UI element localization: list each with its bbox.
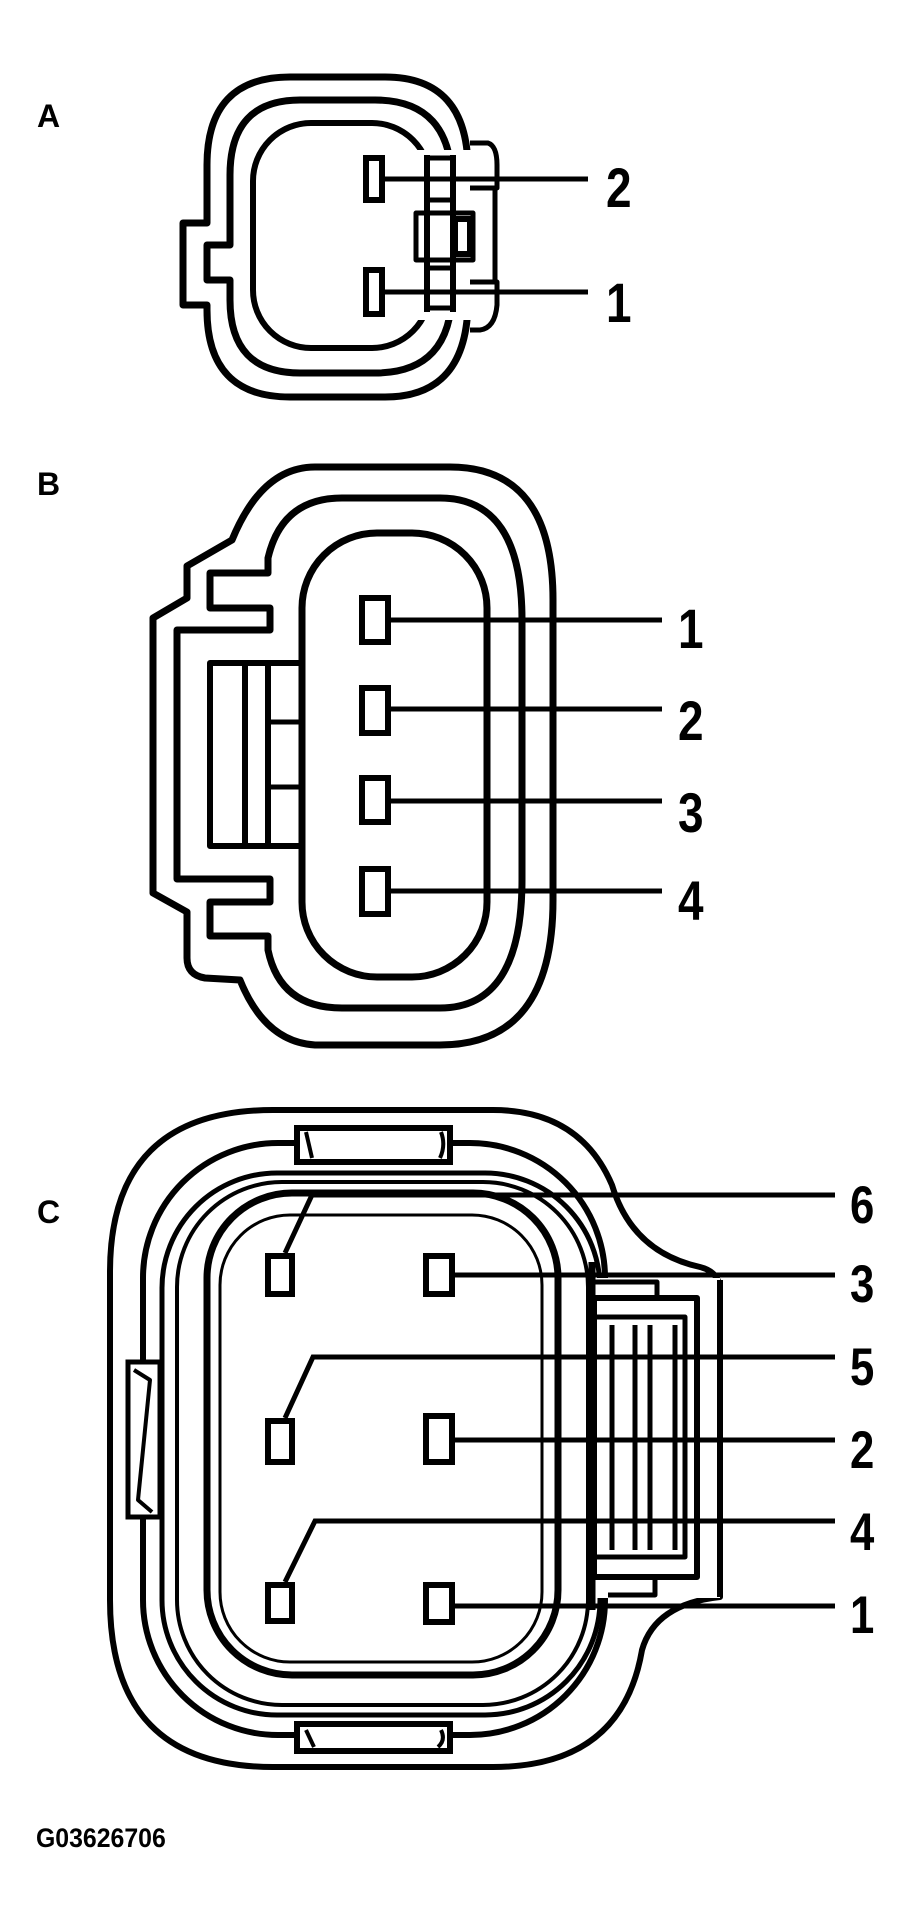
connector-b-label: B xyxy=(37,466,60,502)
pin-cavity xyxy=(359,866,391,917)
pin-cavity xyxy=(423,1582,455,1625)
connector-c: C xyxy=(37,1107,874,1770)
pin-number-label: 3 xyxy=(678,782,704,844)
connector-b-latch xyxy=(207,660,305,849)
pin-cavity xyxy=(359,775,391,825)
connector-c-pins xyxy=(265,1253,455,1625)
connector-a-leaders xyxy=(385,176,588,295)
pin-number-label: 4 xyxy=(678,870,704,932)
pin-number-label: 1 xyxy=(850,1586,874,1645)
connector-a-latch xyxy=(413,140,500,333)
pin-cavity xyxy=(359,595,391,645)
pin-cavity xyxy=(265,1253,295,1297)
connector-b-pins xyxy=(359,595,391,917)
connector-b: B 1 2 3 xyxy=(37,463,704,1049)
pin-cavity xyxy=(363,155,385,203)
pin-number-label: 1 xyxy=(678,598,704,660)
pin-number-label: 2 xyxy=(850,1421,874,1480)
pin-number-label: 5 xyxy=(850,1338,874,1397)
connector-c-label: C xyxy=(37,1194,60,1230)
pin-cavity xyxy=(265,1418,295,1465)
connector-a-label: A xyxy=(37,98,60,134)
pin-cavity xyxy=(363,267,385,317)
pin-number-label: 6 xyxy=(850,1176,874,1235)
pin-number-label: 4 xyxy=(850,1503,874,1562)
connector-c-latch xyxy=(588,1262,723,1610)
pin-number-label: 2 xyxy=(606,157,632,219)
figure-id: G03626706 xyxy=(36,1824,166,1853)
pin-number-label: 1 xyxy=(606,272,632,334)
pin-cavity xyxy=(265,1582,295,1624)
pin-number-label: 3 xyxy=(850,1255,874,1314)
pin-cavity xyxy=(423,1253,455,1297)
pin-cavity xyxy=(359,685,391,736)
connector-a: A xyxy=(37,73,632,401)
pin-number-label: 2 xyxy=(678,690,704,752)
connector-c-leaders xyxy=(282,1192,835,1609)
connector-c-tabs xyxy=(125,1125,453,1754)
connector-a-pins xyxy=(363,155,385,317)
pin-cavity xyxy=(423,1413,455,1465)
connector-b-leaders xyxy=(391,617,662,894)
